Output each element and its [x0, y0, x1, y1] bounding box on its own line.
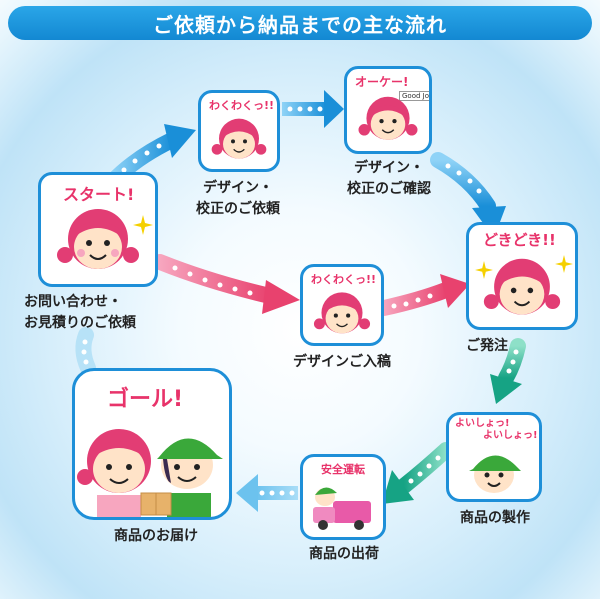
step-card-start: スタート! [38, 172, 158, 287]
page-title-banner: ご依頼から納品までの主な流れ [8, 6, 592, 40]
step-bubble: オーケー! [355, 75, 409, 89]
step-bubble: わくわくっ!! [209, 99, 275, 112]
pink-hair-girl-icon [483, 258, 561, 315]
step-label-start: お問い合わせ・ お見積りのご依頼 [24, 294, 136, 331]
step-label-manuscript: デザインご入稿 [293, 354, 391, 370]
step-bubble: どきどき!! [483, 231, 556, 249]
step-label-production: 商品の製作 [460, 510, 530, 526]
step-card-design-request: わくわくっ!! [198, 90, 280, 172]
page-title: ご依頼から納品までの主な流れ [153, 12, 447, 37]
step-card-design-ok: オーケー! Good Job [344, 66, 432, 154]
arrow-start-to-manuscript [152, 254, 300, 314]
sparkle-icon [133, 215, 153, 235]
step-bubble: 安全運転 [321, 463, 365, 476]
step-card-delivery: ゴール! [72, 368, 232, 520]
package-box-icon [140, 492, 172, 516]
pink-hair-girl-icon [77, 429, 151, 517]
pink-hair-girl-icon [57, 209, 139, 269]
good-job-note: Good Job [399, 91, 429, 101]
step-label-design-ok: デザイン・ 校正のご確認 [347, 160, 431, 197]
step-card-order: どきどき!! [466, 222, 578, 330]
step-label-shipping: 商品の出荷 [309, 546, 379, 562]
step-bubble: よいしょっ! よいしょっ! [455, 418, 538, 441]
green-cap-boy-icon [157, 438, 223, 517]
step-bubble: スタート! [63, 185, 135, 204]
step-card-manuscript: わくわくっ!! [300, 264, 384, 346]
pink-hair-girl-icon [211, 118, 267, 159]
step-bubble: ゴール! [107, 387, 184, 412]
arrow-design-request-to-ok [282, 90, 344, 128]
arrow-order-to-production [490, 338, 526, 404]
step-bubble: わくわくっ!! [311, 273, 377, 286]
sparkle-icon [555, 255, 573, 273]
arrow-shipping-to-delivery [236, 474, 298, 512]
delivery-truck-icon [313, 487, 371, 530]
pink-hair-girl-icon [313, 292, 371, 334]
delivery-characters [77, 429, 223, 517]
step-label-design-request: デザイン・ 校正のご依頼 [196, 180, 280, 217]
step-label-delivery: 商品のお届け [114, 528, 198, 544]
arrow-delivery-to-start [75, 327, 96, 376]
green-cap-boy-icon [469, 455, 521, 493]
pink-hair-girl-icon [358, 96, 418, 140]
step-card-production: よいしょっ! よいしょっ! [446, 412, 542, 502]
step-label-order: ご発注 [466, 338, 508, 354]
step-card-shipping: 安全運転 [300, 454, 386, 540]
arrow-manuscript-to-order [376, 274, 470, 316]
arrow-production-to-shipping [382, 442, 454, 504]
sparkle-icon [475, 261, 493, 279]
